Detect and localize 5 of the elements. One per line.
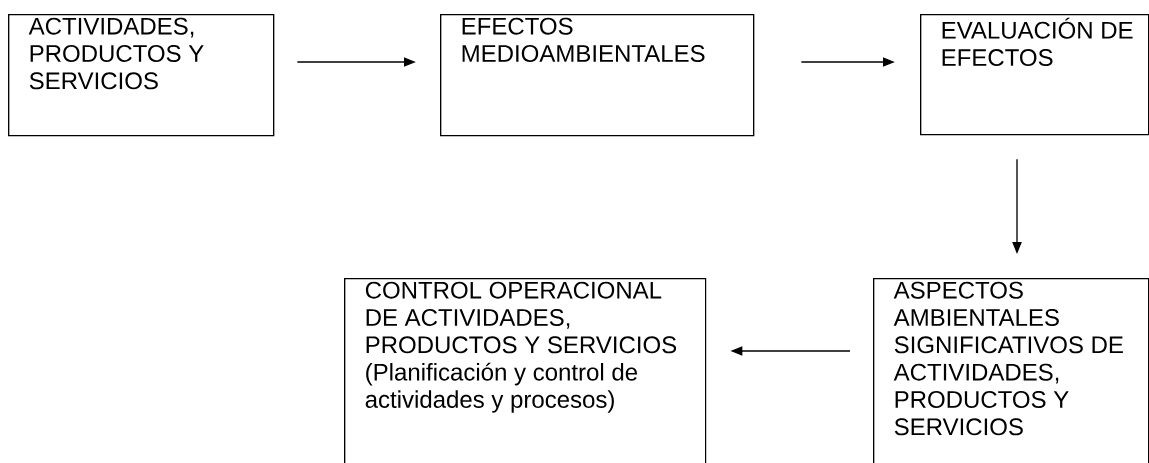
- process-box: EFECTOS MEDIOAMBIENTALES: [440, 14, 755, 137]
- process-box: EVALUACIÓN DE EFECTOS: [920, 14, 1149, 136]
- process-box: CONTROL OPERACIONAL DE ACTIVIDADES, PRODUCTOS Y SERVICIOS (Planificación y control de actividades y procesos): [344, 278, 707, 463]
- process-box: ACTIVIDADES, PRODUCTOS Y SERVICIOS: [8, 14, 275, 137]
- process-box: ASPECTOS AMBIENTALES SIGNIFICATIVOS DE ACTIVIDADES, PRODUCTOS Y SERVICIOS: [873, 278, 1149, 463]
